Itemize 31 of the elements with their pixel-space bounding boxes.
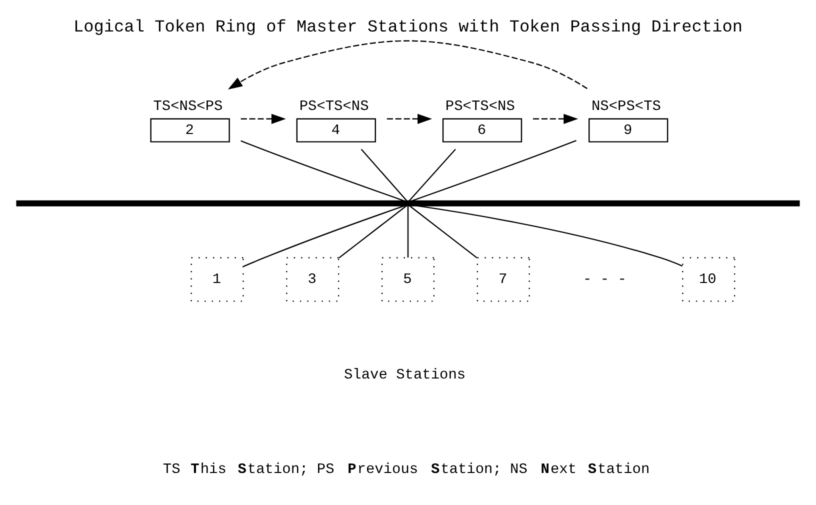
- node-box: 4: [296, 118, 376, 142]
- connector: [240, 140, 405, 202]
- label: TS This Station; PS Previous Station; NS Next Station: [162, 462, 650, 478]
- node-box: 10: [682, 257, 736, 302]
- connector: [407, 206, 409, 258]
- node-box: 3: [286, 257, 340, 302]
- node-box: 6: [442, 118, 522, 142]
- connector: [411, 140, 576, 202]
- arrow: [240, 114, 286, 124]
- connector: [409, 205, 478, 258]
- connector: [243, 205, 405, 268]
- connector: [338, 205, 407, 258]
- arrow: [533, 114, 578, 124]
- connector: [408, 148, 456, 202]
- node-box: 9: [588, 118, 668, 142]
- node-box: 2: [150, 118, 230, 142]
- node-label: TS<NS<PS: [153, 98, 223, 115]
- node-box: 7: [476, 257, 530, 302]
- node-box: 5: [381, 257, 435, 302]
- node-label: PS<TS<NS: [299, 98, 369, 115]
- node-box: 1: [190, 257, 244, 302]
- node-label: NS<PS<TS: [592, 98, 661, 115]
- arrow: [386, 114, 432, 124]
- node-label: PS<TS<NS: [445, 98, 515, 115]
- connector: [416, 205, 683, 267]
- connector: [360, 148, 408, 202]
- label: - - -: [583, 272, 626, 288]
- arrow: [228, 40, 588, 90]
- label: Slave Stations: [344, 368, 466, 384]
- diagram-title: Logical Token Ring of Master Stations with Token Passing Direction: [74, 18, 742, 38]
- node-bar: [16, 200, 800, 206]
